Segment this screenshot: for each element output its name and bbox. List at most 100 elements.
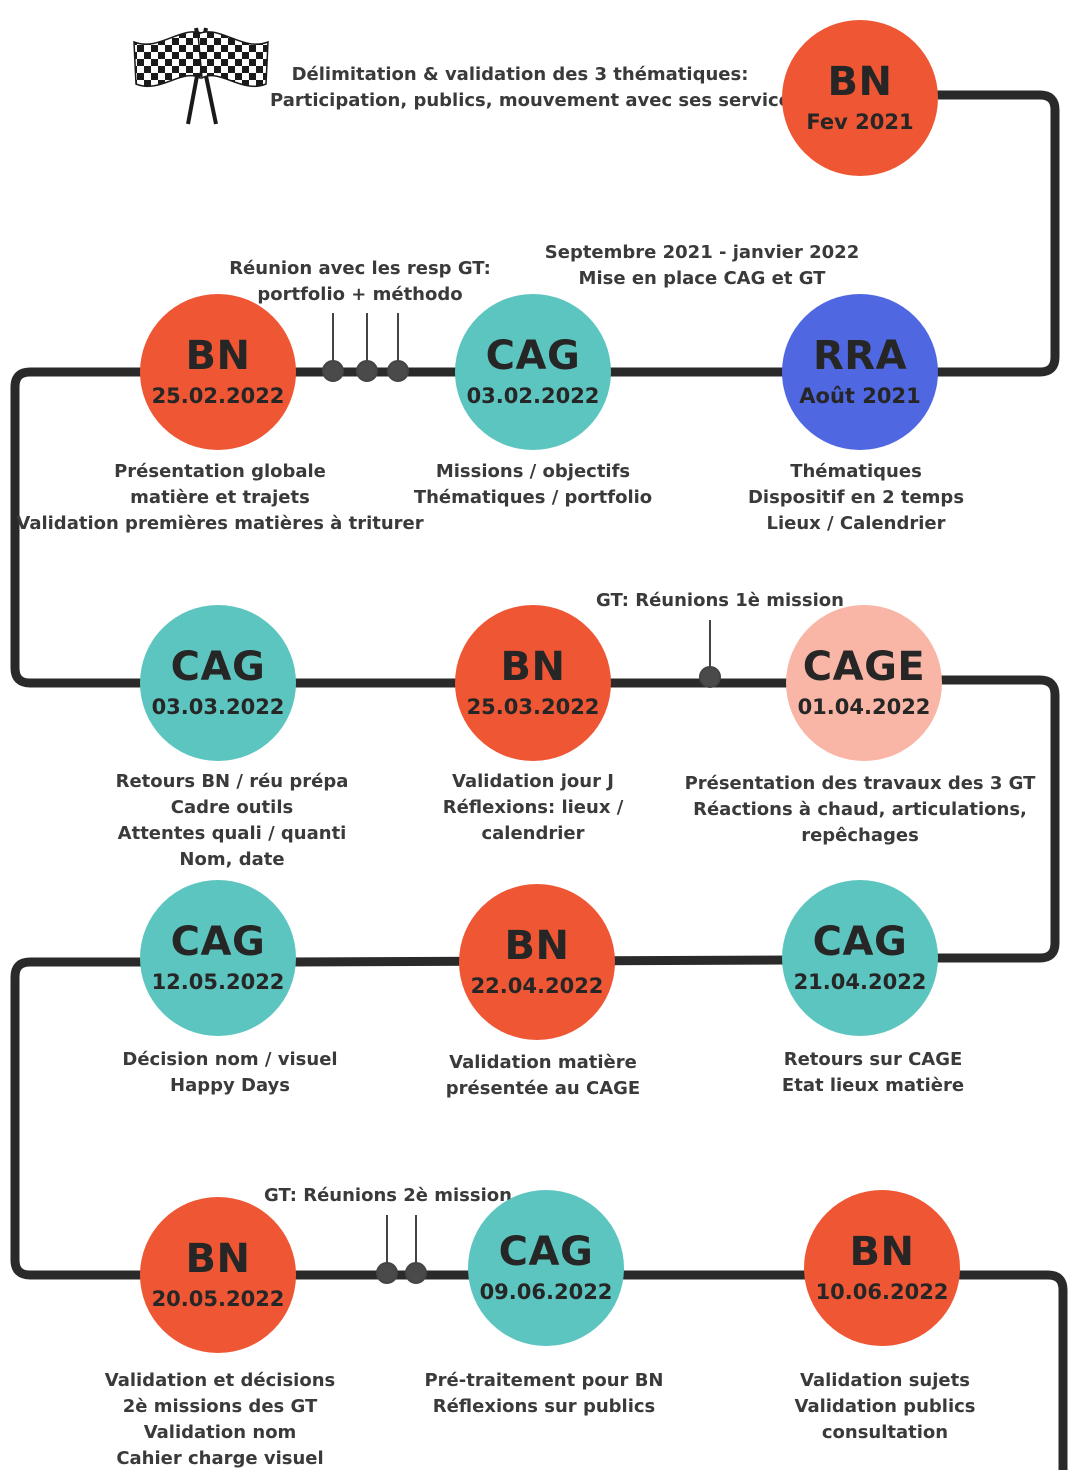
description-line: Missions / objectifs	[435, 461, 631, 482]
description-line: Thématiques	[790, 461, 922, 482]
milestone-description: Retours sur CAGE Etat lieux matière	[653, 1047, 1069, 1099]
track-connector-4	[10, 957, 155, 1280]
milestone-description: Validation sujets Validation publics con…	[665, 1368, 1069, 1446]
description-line: Retours sur CAGE	[783, 1049, 963, 1070]
milestone-node: BN 20.05.2022	[140, 1197, 296, 1353]
milestone-acronym: BN	[849, 1229, 915, 1275]
description-line: Validation sujets	[800, 1370, 970, 1391]
note-reunion-line-2: portfolio + méthodo	[257, 284, 463, 305]
meeting-marker	[387, 360, 409, 382]
milestone-acronym: CAG	[170, 644, 266, 690]
meeting-marker	[356, 360, 378, 382]
milestone-acronym: CAG	[498, 1229, 594, 1275]
meeting-marker	[322, 360, 344, 382]
note-gt2-text: GT: Réunions 2è mission	[264, 1185, 512, 1206]
milestone-description: Présentation globale matière et trajets …	[0, 459, 440, 537]
milestone-date: 10.06.2022	[815, 1280, 949, 1304]
milestone-node: BN 25.03.2022	[455, 605, 611, 761]
milestone-description: Thématiques Dispositif en 2 temps Lieux …	[636, 459, 1069, 537]
meeting-marker	[376, 1262, 398, 1284]
description-line: Thématiques / portfolio	[413, 487, 653, 508]
description-line: Cadre outils	[170, 797, 294, 818]
milestone-description: Décision nom / visuel Happy Days	[10, 1047, 450, 1099]
description-line: présentée au CAGE	[445, 1078, 641, 1099]
start-note-line-2: Participation, publics, mouvement avec s…	[270, 90, 802, 111]
note-sept-jan: Septembre 2021 - janvier 2022 Mise en pl…	[500, 240, 904, 292]
description-line: Pré-traitement pour BN	[424, 1370, 664, 1391]
description-line: Attentes quali / quanti	[117, 823, 347, 844]
track-row-5	[285, 1270, 1068, 1470]
description-line: Cahier charge visuel	[116, 1448, 324, 1469]
milestone-description: Présentation des travaux des 3 GT Réacti…	[620, 771, 1069, 849]
note-gt-mission-1: GT: Réunions 1è mission	[590, 588, 850, 614]
milestone-node: CAG 03.02.2022	[455, 294, 611, 450]
description-line: Présentation globale	[114, 461, 326, 482]
description-line: Validation et décisions	[104, 1370, 336, 1391]
milestone-date: 25.02.2022	[151, 384, 285, 408]
description-line: Retours BN / réu prépa	[115, 771, 349, 792]
milestone-date: 21.04.2022	[793, 970, 927, 994]
milestone-date: 20.05.2022	[151, 1287, 285, 1311]
start-note-line-1: Délimitation & validation des 3 thématiq…	[291, 64, 749, 85]
milestone-node: BN 22.04.2022	[459, 884, 615, 1040]
milestone-acronym: BN	[185, 333, 251, 379]
milestone-acronym: BN	[500, 644, 566, 690]
meeting-marker	[699, 666, 721, 688]
description-line: repêchages	[801, 825, 919, 846]
milestone-description: Validation matière présentée au CAGE	[323, 1050, 763, 1102]
milestone-acronym: CAG	[485, 333, 581, 379]
milestone-date: 12.05.2022	[151, 970, 285, 994]
milestone-date: 22.04.2022	[470, 974, 604, 998]
milestone-acronym: BN	[827, 59, 893, 105]
description-line: Nom, date	[179, 849, 285, 870]
milestone-acronym: RRA	[812, 333, 908, 379]
description-line: Etat lieux matière	[781, 1075, 965, 1096]
milestone-date: 03.03.2022	[151, 695, 285, 719]
description-line: consultation	[821, 1422, 949, 1443]
track-connector-2	[10, 367, 155, 688]
note-gt-mission-2: GT: Réunions 2è mission	[258, 1183, 518, 1209]
milestone-node: CAG 09.06.2022	[468, 1190, 624, 1346]
description-line: Lieux / Calendrier	[766, 513, 946, 534]
milestone-date: 03.02.2022	[466, 384, 600, 408]
milestone-acronym: BN	[185, 1236, 251, 1282]
track-connector-1	[925, 90, 1060, 377]
milestone-date: 01.04.2022	[797, 695, 931, 719]
milestone-node: BN 10.06.2022	[804, 1190, 960, 1346]
description-line: Validation matière	[449, 1052, 637, 1073]
checkered-flags-icon	[133, 27, 269, 125]
description-line: Décision nom / visuel	[122, 1049, 338, 1070]
description-line: 2è missions des GT	[122, 1396, 318, 1417]
milestone-date: 25.03.2022	[466, 695, 600, 719]
milestone-date: 09.06.2022	[479, 1280, 613, 1304]
milestone-node: BN 25.02.2022	[140, 294, 296, 450]
description-line: Présentation des travaux des 3 GT	[684, 773, 1036, 794]
milestone-date: Fev 2021	[806, 110, 914, 134]
note-gt1-text: GT: Réunions 1è mission	[596, 590, 844, 611]
milestone-acronym: CAG	[170, 919, 266, 965]
note-sept-line-2: Mise en place CAG et GT	[578, 268, 826, 289]
description-line: Validation jour J	[452, 771, 614, 792]
description-line: Réactions à chaud, articulations,	[693, 799, 1027, 820]
milestone-acronym: CAGE	[802, 644, 926, 690]
description-line: Validation publics	[794, 1396, 976, 1417]
note-sept-line-1: Septembre 2021 - janvier 2022	[544, 242, 860, 263]
milestone-date: Août 2021	[799, 384, 921, 408]
milestone-description: Pré-traitement pour BN Réflexions sur pu…	[324, 1368, 764, 1420]
milestone-description: Missions / objectifs Thématiques / portf…	[313, 459, 753, 511]
track-connector-3	[925, 675, 1060, 963]
milestone-description: Validation jour J Réflexions: lieux / ca…	[313, 769, 753, 847]
description-line: Réflexions sur publics	[432, 1396, 656, 1417]
description-line: Validation nom	[143, 1422, 297, 1443]
milestone-node: RRA Août 2021	[782, 294, 938, 450]
description-line: calendrier	[481, 823, 585, 844]
milestone-acronym: CAG	[812, 919, 908, 965]
note-reunion-gt: Réunion avec les resp GT: portfolio + mé…	[210, 256, 510, 308]
milestone-acronym: BN	[504, 923, 570, 969]
milestone-node: CAG 12.05.2022	[140, 880, 296, 1036]
milestone-node: CAGE 01.04.2022	[786, 605, 942, 761]
milestone-node: CAG 21.04.2022	[782, 880, 938, 1036]
description-line: Happy Days	[170, 1075, 290, 1096]
milestone-description: Retours BN / réu prépa Cadre outils Atte…	[12, 769, 452, 873]
